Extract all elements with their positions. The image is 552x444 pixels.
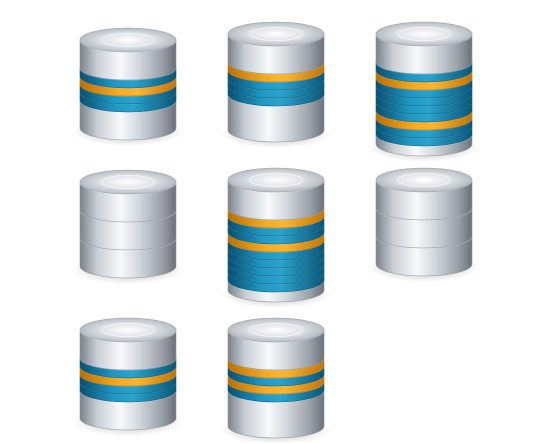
disk-top-cap: [375, 167, 473, 193]
disk-top-cap: [227, 21, 325, 47]
database-icon-7: [72, 317, 184, 436]
disk-top-cap: [79, 317, 177, 343]
database-icon-4: [72, 169, 184, 284]
disk-top-cap: [375, 21, 473, 47]
disk-top-shine: [101, 322, 155, 338]
disk-top-shine: [397, 26, 451, 42]
disk-top-cap: [227, 317, 325, 343]
disk-top-shine: [249, 26, 303, 42]
disk-top-shine: [249, 172, 303, 188]
database-icon-6: [368, 167, 480, 282]
disk-top-shine: [101, 174, 155, 190]
disk-top-shine: [249, 322, 303, 338]
disk-top-cap: [79, 27, 177, 53]
disk-top-cap: [227, 167, 325, 193]
disk-top-cap: [79, 169, 177, 195]
disk-top-shine: [397, 172, 451, 188]
disk-top-shine: [101, 32, 155, 48]
database-icon-3: [368, 21, 480, 162]
database-icon-5: [220, 167, 332, 308]
database-icon-8: [220, 317, 332, 444]
database-icon-1: [72, 27, 184, 146]
database-icon-2: [220, 21, 332, 148]
